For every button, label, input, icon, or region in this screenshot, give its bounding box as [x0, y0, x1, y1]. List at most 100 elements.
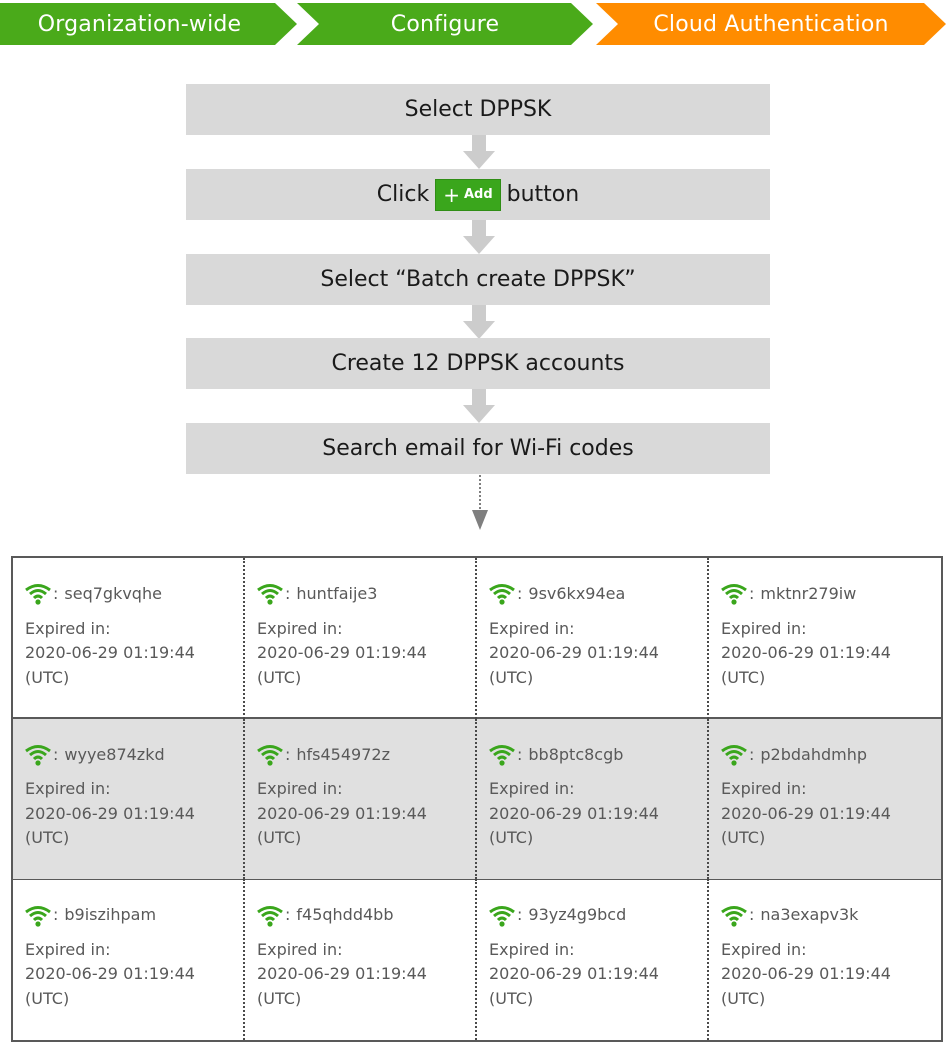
wifi-icon [721, 905, 747, 927]
expired-label: Expired in: [257, 939, 343, 959]
code-colon: : [517, 584, 523, 603]
expire-timezone: (UTC) [257, 988, 302, 1008]
wifi-code: p2bdahdmhp [760, 744, 868, 764]
code-line: : seq7gkvqhe [25, 582, 243, 607]
wifi-icon [489, 744, 515, 766]
step-create-accounts: Create 12 DPPSK accounts [186, 338, 770, 389]
breadcrumb-label: Configure [390, 11, 500, 37]
wifi-code: hfs454972z [296, 744, 390, 764]
code-colon: : [285, 584, 291, 603]
wifi-code: na3exapv3k [760, 905, 859, 925]
expire-date: 2020-06-29 01:19:44 [721, 803, 891, 823]
expired-label: Expired in: [721, 618, 807, 638]
code-line: :mktnr279iw [721, 582, 941, 607]
row-divider [13, 717, 941, 719]
expired-label: Expired in: [25, 618, 111, 638]
expire-timezone: (UTC) [489, 667, 534, 687]
code-colon: : [53, 584, 59, 603]
code-line: :b9iszihpam [25, 903, 243, 928]
code-colon: : [517, 744, 523, 764]
wifi-icon [489, 584, 515, 605]
expire-date: 2020-06-29 01:19:44 [489, 964, 659, 984]
breadcrumb: Organization-wide Configure Cloud Authen… [0, 0, 947, 46]
down-arrow-icon [463, 135, 495, 169]
add-button[interactable]: + Add [435, 178, 501, 211]
wifi-code: wyye874zkd [64, 744, 165, 764]
expire-date: 2020-06-29 01:19:44 [721, 643, 891, 662]
wifi-icon [25, 584, 51, 605]
wifi-code: 93yz4g9bcd [528, 905, 627, 925]
wifi-icon [721, 744, 747, 766]
step-label: Select “Batch create DPPSK” [320, 267, 636, 292]
breadcrumb-label: Organization-wide [37, 11, 242, 37]
step-label: button [506, 182, 580, 207]
code-line: :f45qhdd4bb [257, 903, 475, 928]
expire-timezone: (UTC) [721, 988, 766, 1008]
expire-timezone: (UTC) [489, 988, 534, 1008]
code-line: :bb8ptc8cgb [489, 743, 707, 768]
add-button-label: Add [463, 187, 493, 202]
expire-timezone: (UTC) [721, 667, 766, 687]
expire-timezone: (UTC) [25, 828, 70, 848]
code-line: :na3exapv3k [721, 903, 941, 928]
code-colon: : [749, 584, 755, 603]
step-label: Search email for Wi-Fi codes [322, 436, 634, 461]
code-line: :p2bdahdmhp [721, 743, 941, 768]
expired-label: Expired in: [257, 779, 343, 799]
expired-label: Expired in: [25, 939, 111, 959]
step-search-email: Search email for Wi-Fi codes [186, 423, 770, 474]
code-colon: : [749, 905, 755, 925]
expired-label: Expired in: [489, 939, 575, 959]
step-click-add: Click + Add button [186, 169, 770, 220]
expire-timezone: (UTC) [257, 828, 302, 848]
wifi-code: b9iszihpam [64, 905, 157, 925]
expire-date: 2020-06-29 01:19:44 [257, 803, 427, 823]
wifi-icon [257, 905, 283, 927]
wifi-code: 9sv6kx94ea [528, 584, 626, 603]
code-colon: : [517, 905, 523, 925]
wifi-code: seq7gkvqhe [64, 584, 162, 603]
wifi-icon [257, 744, 283, 766]
expire-timezone: (UTC) [257, 667, 302, 687]
down-arrow-icon [463, 305, 495, 339]
expire-timezone: (UTC) [25, 988, 70, 1008]
expire-date: 2020-06-29 01:19:44 [489, 643, 659, 662]
code-line: :huntfaije3 [257, 582, 475, 607]
expired-label: Expired in: [489, 618, 575, 638]
wifi-icon [25, 744, 51, 766]
expire-date: 2020-06-29 01:19:44 [721, 964, 891, 984]
wifi-code: f45qhdd4bb [296, 905, 394, 925]
step-label: Select DPPSK [404, 97, 552, 122]
breadcrumb-configure[interactable]: Configure [297, 3, 593, 45]
expire-timezone: (UTC) [489, 828, 534, 848]
expire-timezone: (UTC) [25, 667, 70, 687]
code-colon: : [53, 905, 59, 925]
wifi-icon [257, 584, 283, 605]
expired-label: Expired in: [721, 939, 807, 959]
expire-date: 2020-06-29 01:19:44 [489, 803, 659, 823]
expired-label: Expired in: [489, 779, 575, 799]
breadcrumb-organization-wide[interactable]: Organization-wide [0, 3, 297, 45]
code-colon: : [53, 744, 59, 764]
code-colon: : [749, 744, 755, 764]
breadcrumb-cloud-authentication[interactable]: Cloud Authentication [596, 3, 946, 45]
code-line: :93yz4g9bcd [489, 903, 707, 928]
wifi-icon [25, 905, 51, 927]
code-colon: : [285, 744, 291, 764]
expire-date: 2020-06-29 01:19:44 [25, 964, 195, 984]
dotted-connector [479, 475, 481, 513]
wifi-icon [721, 584, 747, 605]
expired-label: Expired in: [257, 618, 343, 638]
dotted-arrowhead-icon [472, 510, 488, 530]
down-arrow-icon [463, 389, 495, 423]
expire-timezone: (UTC) [721, 828, 766, 848]
